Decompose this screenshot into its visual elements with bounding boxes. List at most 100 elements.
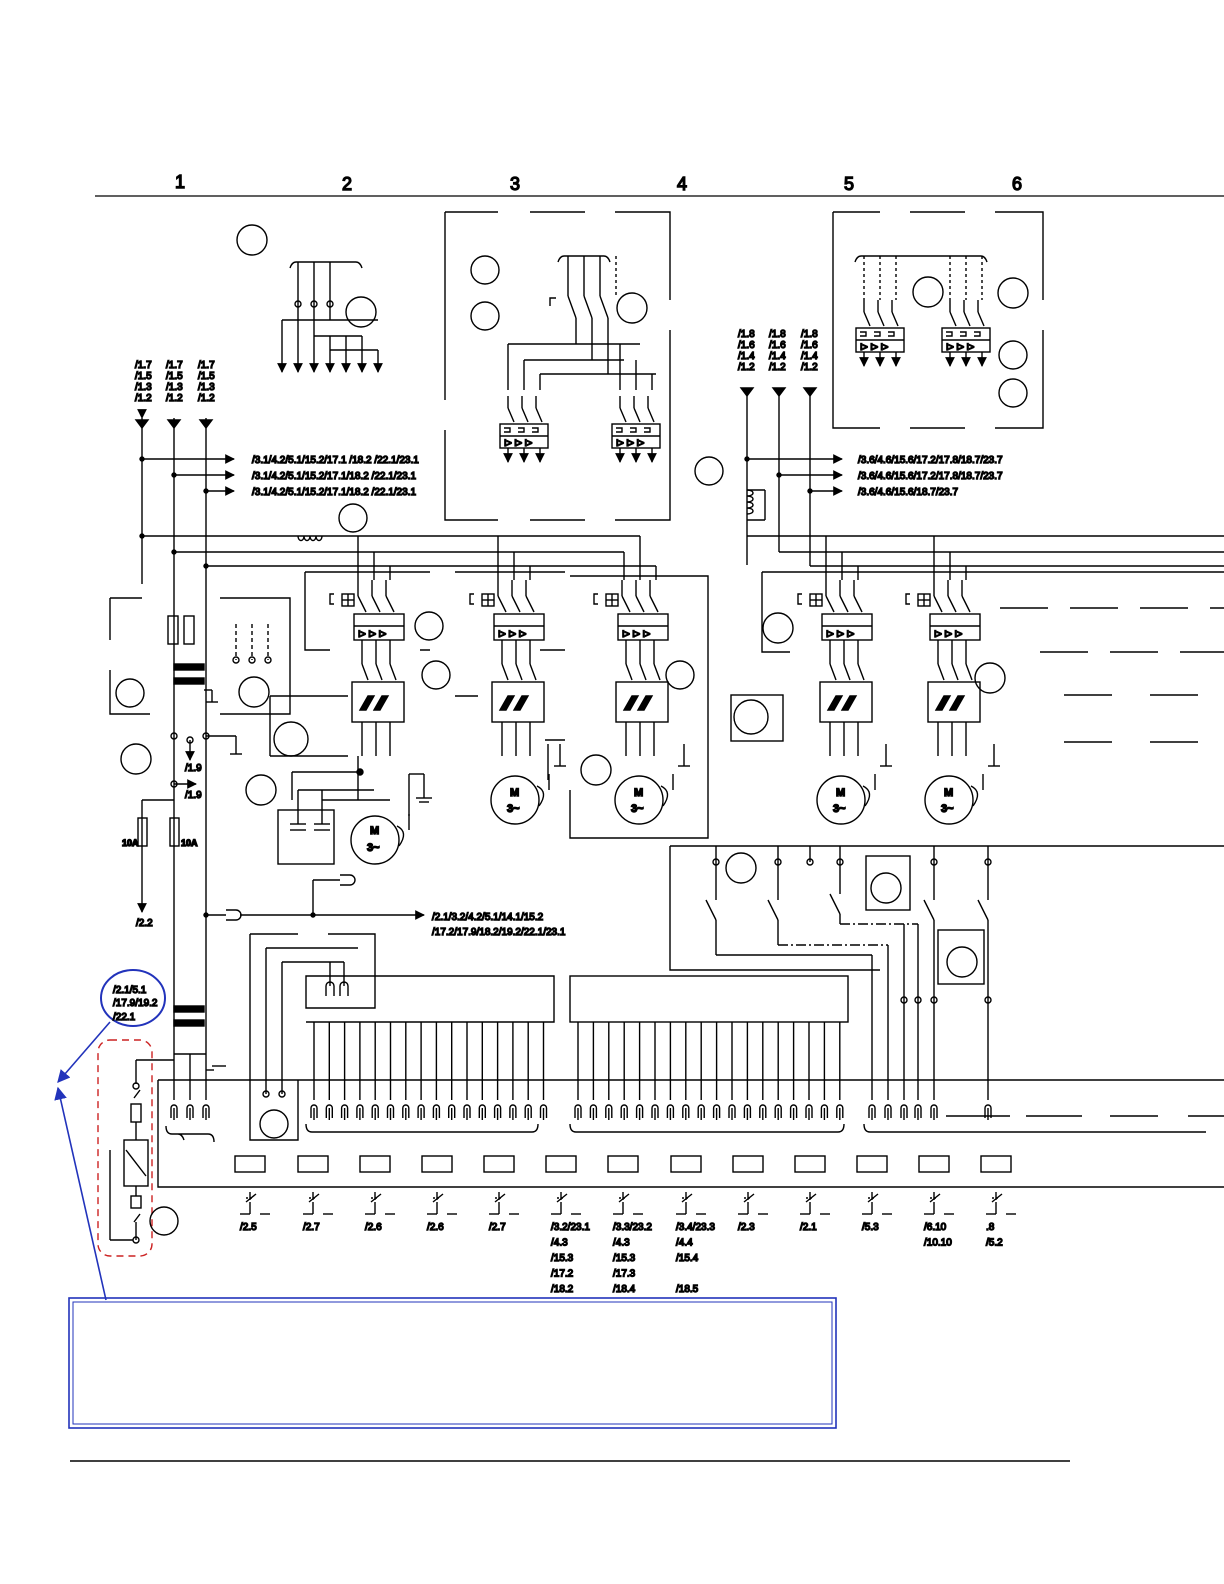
- relay-contact: [239, 1191, 271, 1215]
- contact-ref: /6.10: [924, 1222, 947, 1233]
- contact-ref: /3.4/23.3: [676, 1222, 715, 1233]
- contact-ref: /5.2: [986, 1238, 1003, 1249]
- contact-ref: /3.2/23.1: [551, 1222, 590, 1233]
- contact-ref: /2.7: [489, 1222, 506, 1233]
- supply-ref: /1.4: [801, 351, 818, 362]
- cross-ref: /2.2: [136, 918, 153, 929]
- terminal-clamp: [789, 1104, 798, 1121]
- terminal-clamp: [728, 1104, 736, 1121]
- contact-ref: /10.10: [924, 1238, 952, 1249]
- terminal-clamp: [493, 1104, 502, 1121]
- terminal-clamp: [605, 1104, 613, 1121]
- supply-ref: /1.5: [166, 371, 183, 382]
- motor-letter: M: [944, 787, 953, 799]
- terminal-clamp: [836, 1104, 844, 1121]
- distribution-block: [236, 224, 383, 373]
- relay-coil: [421, 1155, 453, 1173]
- terminal-clamp: [202, 1104, 210, 1121]
- terminal-clamp: [666, 1104, 675, 1121]
- motor-starter-1: M 3~: [245, 536, 451, 865]
- terminal-clamp: [900, 1104, 908, 1121]
- column-number: 4: [677, 174, 687, 194]
- relay-contact: [737, 1191, 769, 1215]
- terminal-clamp: [325, 1104, 333, 1121]
- terminal-clamp: [386, 1104, 395, 1121]
- bus-ref: /3.6/4.6/15.6/17.2/17.8/18.7/23.7: [858, 471, 1003, 482]
- controller-section: [249, 845, 1224, 1141]
- column-number: 3: [510, 174, 520, 194]
- controller-outputs-right: [577, 1022, 841, 1100]
- cross-ref: /1.9: [185, 790, 202, 801]
- terminal-clamp: [712, 1104, 721, 1121]
- terminal-clamp: [635, 1104, 644, 1121]
- circled-ref: /22.1: [113, 1012, 136, 1023]
- bus-ref: /3.1/4.2/5.1/15.2/17.1/18.2 /22.1/23.1: [252, 471, 416, 482]
- supply-ref: /1.3: [135, 382, 152, 393]
- contact-ref: /2.7: [303, 1222, 320, 1233]
- left-supply: [134, 409, 235, 1070]
- supply-ref: /1.8: [801, 329, 818, 340]
- supply-ref: /1.5: [135, 371, 152, 382]
- supply-ref: /1.7: [135, 360, 152, 371]
- terminal-clamp: [743, 1104, 752, 1121]
- supply-ref: /1.2: [166, 393, 183, 404]
- contact-ref: /15.4: [676, 1253, 699, 1264]
- terminal-clamp: [539, 1104, 548, 1121]
- terminal-clamp: [186, 1104, 194, 1121]
- fuse-rating: 10A: [181, 838, 198, 848]
- relay-contact: [550, 1191, 582, 1215]
- highlight-dashed-box: [97, 1039, 153, 1257]
- relay-coil: [918, 1155, 950, 1173]
- motor-letter: M: [634, 787, 643, 799]
- terminal-clamp: [682, 1104, 690, 1121]
- supply-ref: /1.6: [738, 340, 755, 351]
- supply-ref: /1.3: [166, 382, 183, 393]
- breaker-enclosure-right: [832, 211, 1044, 429]
- motor-starter-5: M 3~: [905, 536, 1224, 825]
- supply-ref: /1.2: [801, 362, 818, 373]
- supply-ref: /1.8: [738, 329, 755, 340]
- supply-ref: /1.6: [801, 340, 818, 351]
- relay-contact: [612, 1191, 644, 1215]
- ctrl-ref: /2.1/3.2/4.2/5.1/14.1/15.2: [432, 912, 544, 923]
- relay-contact: [488, 1191, 520, 1215]
- right-supply-refs: /1.8 /1.6 /1.4 /1.2 /1.8 /1.6 /1.4 /1.2 …: [737, 328, 1003, 498]
- motor-starter-4: M 3~: [730, 536, 1224, 825]
- terminal-clamp: [371, 1104, 379, 1121]
- bus-ref: /3.6/4.6/15.6/18.7/23.7: [858, 487, 959, 498]
- supply-ref: /1.2: [738, 362, 755, 373]
- ctrl-ref: /17.2/17.9/18.2/19.2/22.1/23.1: [432, 927, 566, 938]
- relay-coil: [856, 1155, 888, 1173]
- contact-ref: /2.1: [800, 1222, 817, 1233]
- column-number: 6: [1012, 174, 1022, 194]
- terminal-clamp: [759, 1104, 767, 1121]
- relay-contact: [985, 1191, 1017, 1215]
- motor-phase: 3~: [631, 803, 644, 815]
- relay-coil: [234, 1155, 266, 1173]
- fuse-rating: 10A: [122, 838, 139, 848]
- supply-ref: /1.6: [769, 340, 786, 351]
- terminal-clamp: [914, 1104, 922, 1121]
- relay-coil: [732, 1155, 764, 1173]
- column-header: 1 2 3 4 5 6: [95, 171, 1224, 197]
- motor-letter: M: [370, 825, 379, 837]
- motor-starter-3: M 3~: [569, 575, 709, 839]
- terminal-clamp: [448, 1104, 456, 1121]
- terminal-clamp: [589, 1104, 598, 1121]
- circled-ref: /17.9/19.2: [113, 998, 158, 1009]
- bus-ref: /3.6/4.6/15.6/17.2/17.8/18.7/23.7: [858, 455, 1003, 466]
- relay-contact: [426, 1191, 458, 1215]
- terminal-clamps: [170, 1104, 992, 1121]
- contact-ref: .8: [986, 1222, 995, 1233]
- relay-coil: [545, 1155, 577, 1173]
- motor-starter-2: M 3~: [455, 536, 566, 825]
- bus-ref: /3.1/4.2/5.1/15.2/17.1/18.2 /22.1/23.1: [252, 487, 416, 498]
- terminal-clamp: [432, 1104, 441, 1121]
- contact-ref: /4.3: [613, 1238, 630, 1249]
- terminal-clamp: [984, 1104, 992, 1121]
- breaker-enclosure-left: [444, 211, 671, 521]
- contact-ref: /2.6: [427, 1222, 444, 1233]
- terminal-clamp: [509, 1104, 517, 1121]
- main-busbars: [139, 503, 657, 580]
